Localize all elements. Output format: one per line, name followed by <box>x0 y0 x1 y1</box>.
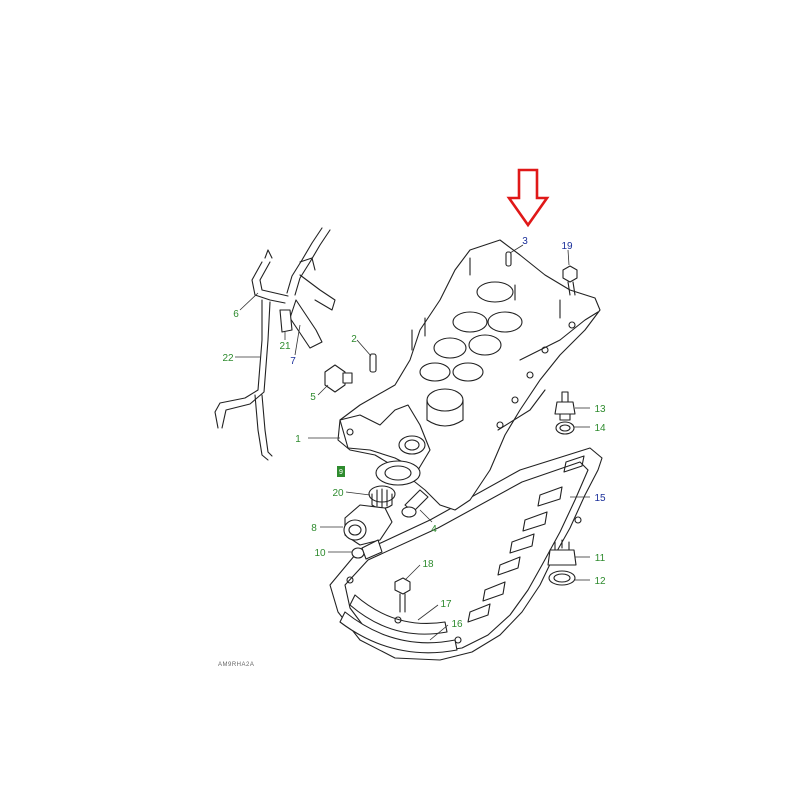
highlight-arrow <box>506 168 550 228</box>
drawing-reference: AM9RHA2A <box>218 662 254 668</box>
callout-6: 6 <box>233 309 239 320</box>
intake-manifold <box>337 239 601 511</box>
intake-gasket <box>329 447 603 661</box>
callout-18: 18 <box>422 559 434 570</box>
bolt-4 <box>401 489 429 518</box>
line-drawing <box>214 227 603 661</box>
callout-2: 2 <box>351 334 357 345</box>
thermostat-gasket <box>375 460 421 486</box>
kit-tag: 9 <box>337 466 345 477</box>
callout-16: 16 <box>451 619 463 630</box>
callout-22: 22 <box>222 353 234 364</box>
callout-19: 19 <box>561 241 573 252</box>
callout-11: 11 <box>595 553 606 564</box>
kit-tag-label: 9 <box>339 469 343 476</box>
callout-labels: 1 2 3 4 5 6 7 8 10 11 12 13 14 15 16 17 … <box>222 236 606 630</box>
leader-lines <box>235 244 590 641</box>
callout-3: 3 <box>522 236 528 247</box>
callout-4: 4 <box>431 524 437 535</box>
callout-21: 21 <box>279 341 291 352</box>
bolt-18 <box>394 577 411 613</box>
sensor-5 <box>324 364 353 393</box>
callout-7: 7 <box>290 356 296 367</box>
callout-13: 13 <box>594 404 606 415</box>
callout-12: 12 <box>594 576 606 587</box>
callout-8: 8 <box>311 523 317 534</box>
end-seal-gaskets <box>339 594 458 654</box>
bolt-19 <box>562 265 578 296</box>
sensor-13 <box>554 391 576 435</box>
callout-10: 10 <box>314 548 326 559</box>
thermostat-housing <box>343 504 393 546</box>
callout-15: 15 <box>594 493 606 504</box>
coolant-pipes <box>214 227 336 461</box>
sensor-10 <box>351 539 383 560</box>
callout-14: 14 <box>594 423 606 434</box>
sensor-11 <box>547 539 577 586</box>
thermostat <box>368 485 396 510</box>
callout-5: 5 <box>310 392 316 403</box>
callout-1: 1 <box>295 434 301 445</box>
callout-20: 20 <box>332 488 344 499</box>
callout-17: 17 <box>440 599 452 610</box>
